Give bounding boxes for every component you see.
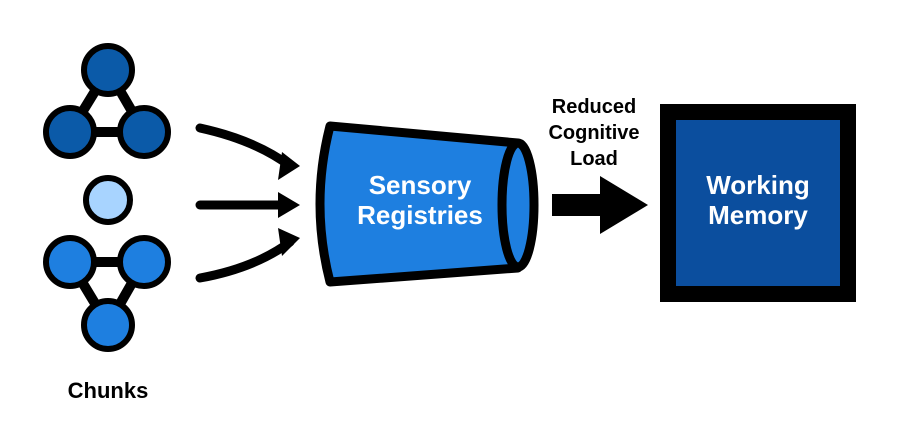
- chunk-cluster-top-links: [65, 65, 149, 137]
- funnel-label-line1: Sensory: [369, 170, 472, 200]
- chunk-node: [43, 105, 97, 159]
- chunk-node: [117, 235, 171, 289]
- reduced-load-line1: Reduced: [552, 96, 636, 118]
- arrowhead-icon: [600, 176, 648, 234]
- funnel-label-line2: Registries: [357, 200, 483, 230]
- reduced-load-line3: Load: [570, 148, 618, 170]
- funnel-mouth: [497, 138, 539, 272]
- input-arrows: [195, 123, 300, 283]
- funnel-body: [315, 121, 523, 287]
- chunk-node: [81, 298, 135, 352]
- chunk-node-single: [83, 175, 133, 225]
- curved-arrow-top: [195, 123, 295, 171]
- curved-arrow-bottom: [195, 237, 295, 283]
- working-memory-fill: [676, 120, 840, 286]
- chunk-cluster-bottom: [43, 235, 171, 352]
- arrowhead-icon: [278, 152, 300, 180]
- working-memory-label-line1: Working: [706, 170, 810, 200]
- reduced-load-line2: Cognitive: [548, 122, 639, 144]
- chunk-node: [117, 105, 171, 159]
- arrowhead-icon: [278, 228, 300, 256]
- chunk-node: [81, 43, 135, 97]
- working-memory-label-line2: Memory: [708, 200, 808, 230]
- chunk-cluster-bottom-links: [65, 257, 149, 330]
- chunk-cluster-top: [43, 43, 171, 159]
- working-memory-box: Working Memory: [660, 104, 856, 302]
- chunks-label: Chunks: [68, 378, 149, 403]
- chunk-node: [43, 235, 97, 289]
- arrowhead-icon: [278, 192, 300, 218]
- output-arrow-shaft: [552, 194, 602, 216]
- sensory-registries-funnel: Sensory Registries: [315, 121, 539, 287]
- output-arrow: [552, 176, 648, 234]
- reduced-load-label: Reduced Cognitive Load: [548, 96, 639, 170]
